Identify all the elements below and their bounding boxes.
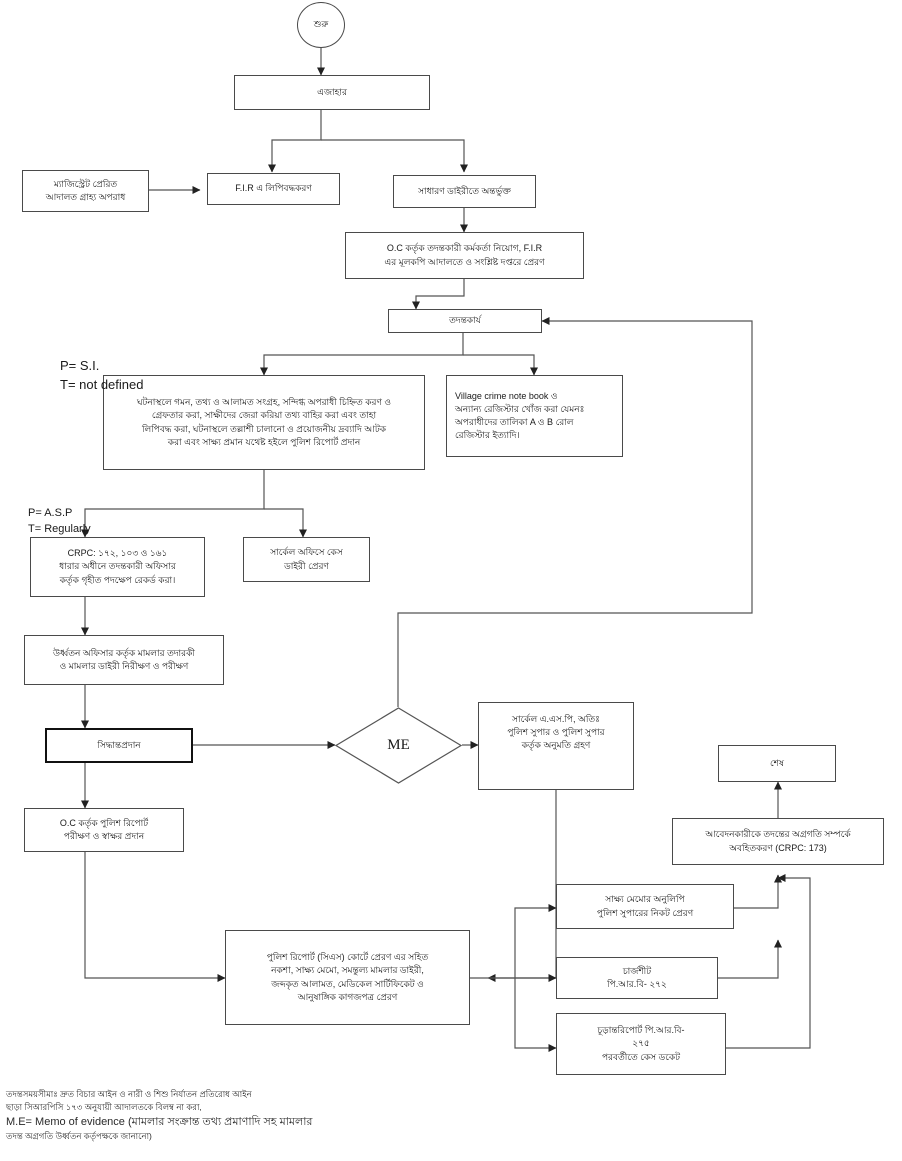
node-fir-record[interactable]: F.I.R এ লিপিবদ্ধকরণ — [207, 173, 340, 205]
node-decision-label: সিদ্ধান্তপ্রদান — [97, 739, 141, 750]
node-general-diary[interactable]: সাধারণ ডাইরীতে অন্তর্ভুক্ত — [393, 175, 536, 208]
node-me-decision-label: ME — [387, 737, 410, 753]
footnote-line-3: M.E= Memo of evidence (মামলার সংক্রান্ত … — [6, 1115, 313, 1128]
node-circle-office-case-diary-label: সার্কেল অফিসে কেস ডাইরী প্রেরণ — [270, 547, 343, 571]
node-scene-work[interactable]: ঘটনাস্থলে গমন, তথ্য ও আলামত সংগ্রহ, সন্দ… — [103, 375, 425, 470]
node-magistrate-offence-label: ম্যাজিস্ট্রেট প্রেরিত আদালত গ্রাহ্য অপরা… — [45, 178, 126, 202]
node-oc-sign-report[interactable]: O.C কর্তৃক পুলিশ রিপোর্ট পরীক্ষণ ও স্বাক… — [24, 808, 184, 852]
footnote-line-1: তদন্তসময়সীমাঃ দ্রুত বিচার আইন ও নারী ও … — [6, 1089, 252, 1099]
node-memo-copy-to-sp[interactable]: সাক্ষ্য মেমোর অনুলিপি পুলিশ সুপারের নিকট… — [556, 884, 734, 929]
node-oc-assign-io-label: O.C কর্তৃক তদন্তকারী কর্মকর্তা নিয়োগ, F… — [384, 243, 545, 267]
node-fir-record-label: F.I.R এ লিপিবদ্ধকরণ — [235, 183, 312, 194]
node-crpc-sections[interactable]: CRPC: ১৭২, ১০৩ ও ১৬১ ধারার অধীনে তদন্তকা… — [30, 537, 205, 597]
footnote-line-4: তদন্ত অগ্রগতি উর্ধ্বতন কর্তৃপক্ষকে জানান… — [6, 1131, 152, 1141]
diamond-shape — [335, 707, 462, 784]
node-final-report[interactable]: চূড়ান্তরিপোর্ট পি.আর.বি- ২৭৫ পরবর্তীতে … — [556, 1013, 726, 1075]
node-end[interactable]: শেষ — [718, 745, 836, 782]
node-general-diary-label: সাধারণ ডাইরীতে অন্তর্ভুক্ত — [418, 185, 511, 196]
footnotes: তদন্তসময়সীমাঃ দ্রুত বিচার আইন ও নারী ও … — [6, 1088, 506, 1143]
node-start-label: শুরু — [313, 19, 329, 30]
node-village-crime-note-book[interactable]: Village crime note book ও অন্যান্য রেজিস… — [446, 375, 623, 457]
node-police-report-to-court-label: পুলিশ রিপোর্ট (সিএস) কোর্টে প্রেরণ এর সহ… — [266, 952, 429, 1002]
node-investigation-label: তদন্তকার্য — [449, 315, 481, 326]
node-end-label: শেষ — [770, 757, 784, 768]
node-supervision[interactable]: উর্ধ্বতন অফিসার কর্তৃক মামলার তদারকী ও ম… — [24, 635, 224, 685]
node-decision[interactable]: সিদ্ধান্তপ্রদান — [45, 728, 193, 763]
node-me-decision[interactable]: ME — [335, 707, 462, 784]
node-permission-label: সার্কেল এ.এস.পি, অতিঃ পুলিশ সুপার ও পুলি… — [507, 714, 605, 751]
node-village-crime-note-book-label: Village crime note book ও অন্যান্য রেজিস… — [455, 390, 585, 441]
footnote-line-2: ছাড়া সিআরপিসি ১৭৩ অনুযায়ী আদালতকে বিলম… — [6, 1101, 202, 1112]
node-chargesheet-label: চার্জশীট পি.আর.বি- ২৭২ — [607, 965, 667, 989]
node-police-report-to-court[interactable]: পুলিশ রিপোর্ট (সিএস) কোর্টে প্রেরণ এর সহ… — [225, 930, 470, 1025]
node-memo-copy-to-sp-label: সাক্ষ্য মেমোর অনুলিপি পুলিশ সুপারের নিকট… — [596, 894, 694, 918]
node-supervision-label: উর্ধ্বতন অফিসার কর্তৃক মামলার তদারকী ও ম… — [52, 647, 195, 671]
node-investigation[interactable]: তদন্তকার্য — [388, 309, 542, 333]
annotation-si-label: P= S.I. T= not defined — [60, 357, 144, 392]
node-magistrate-offence[interactable]: ম্যাজিস্ট্রেট প্রেরিত আদালত গ্রাহ্য অপরা… — [22, 170, 149, 212]
node-notify-applicant-label: আবেদনকারীকে তদন্তের অগ্রগতি সম্পর্কে অবহ… — [705, 829, 851, 853]
node-oc-sign-report-label: O.C কর্তৃক পুলিশ রিপোর্ট পরীক্ষণ ও স্বাক… — [59, 817, 149, 841]
node-oc-assign-io[interactable]: O.C কর্তৃক তদন্তকারী কর্মকর্তা নিয়োগ, F… — [345, 232, 584, 279]
node-crpc-sections-label: CRPC: ১৭২, ১০৩ ও ১৬১ ধারার অধীনে তদন্তকা… — [59, 548, 176, 585]
node-scene-work-label: ঘটনাস্থলে গমন, তথ্য ও আলামত সংগ্রহ, সন্দ… — [136, 397, 392, 447]
node-permission[interactable]: সার্কেল এ.এস.পি, অতিঃ পুলিশ সুপার ও পুলি… — [478, 702, 634, 790]
node-chargesheet[interactable]: চার্জশীট পি.আর.বি- ২৭২ — [556, 957, 718, 999]
node-start[interactable]: শুরু — [297, 2, 345, 48]
node-ejahar-label: এজাহার — [317, 86, 347, 97]
node-notify-applicant[interactable]: আবেদনকারীকে তদন্তের অগ্রগতি সম্পর্কে অবহ… — [672, 818, 884, 865]
annotation-asp-label: P= A.S.P T= Regularly — [28, 506, 91, 535]
node-circle-office-case-diary[interactable]: সার্কেল অফিসে কেস ডাইরী প্রেরণ — [243, 537, 370, 582]
annotation-si: P= S.I. T= not defined — [60, 338, 143, 395]
node-final-report-label: চূড়ান্তরিপোর্ট পি.আর.বি- ২৭৫ পরবর্তীতে … — [597, 1025, 685, 1062]
annotation-asp: P= A.S.P T= Regularly — [28, 490, 91, 538]
node-ejahar[interactable]: এজাহার — [234, 75, 430, 110]
